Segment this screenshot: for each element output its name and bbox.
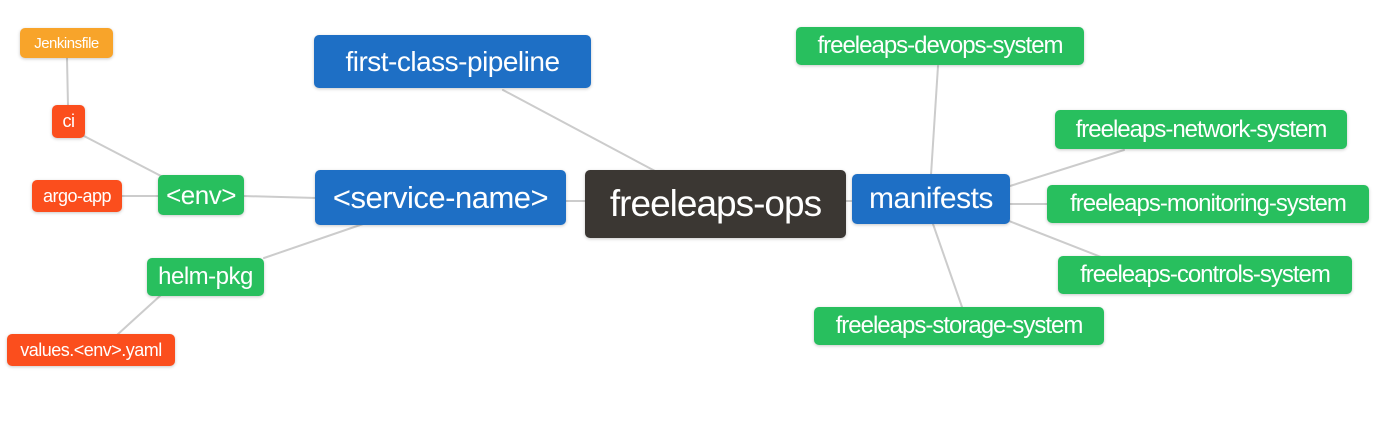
node-values-env-yaml[interactable]: values.<env>.yaml [7,334,175,366]
edge-ci-env [83,135,162,177]
node-freeleaps-devops-system[interactable]: freeleaps-devops-system [796,27,1084,65]
edge-manifests-network [1009,149,1125,187]
node-argo-app[interactable]: argo-app [32,180,122,212]
node-manifests[interactable]: manifests [852,174,1010,224]
node-freeleaps-monitoring-system[interactable]: freeleaps-monitoring-system [1047,185,1369,223]
node-first-class-pipeline[interactable]: first-class-pipeline [314,35,591,88]
edge-manifests-storage [932,223,963,308]
node-freeleaps-network-system[interactable]: freeleaps-network-system [1055,110,1347,149]
edge-service-name-helm-pkg [263,223,364,259]
edge-env-service-name [242,195,318,199]
edge-helm-pkg-values [116,294,162,336]
node-jenkinsfile[interactable]: Jenkinsfile [20,28,113,58]
node-root-freeleaps-ops[interactable]: freeleaps-ops [585,170,846,238]
node-ci[interactable]: ci [52,105,85,138]
edge-manifests-devops [930,65,939,176]
node-env[interactable]: <env> [158,175,244,215]
edge-manifests-controls [1008,220,1102,258]
edge-jenkinsfile-ci [66,57,69,107]
node-freeleaps-controls-system[interactable]: freeleaps-controls-system [1058,256,1352,294]
node-service-name[interactable]: <service-name> [315,170,566,225]
node-freeleaps-storage-system[interactable]: freeleaps-storage-system [814,307,1104,345]
edge-pipeline-root [502,89,656,172]
node-helm-pkg[interactable]: helm-pkg [147,258,264,296]
